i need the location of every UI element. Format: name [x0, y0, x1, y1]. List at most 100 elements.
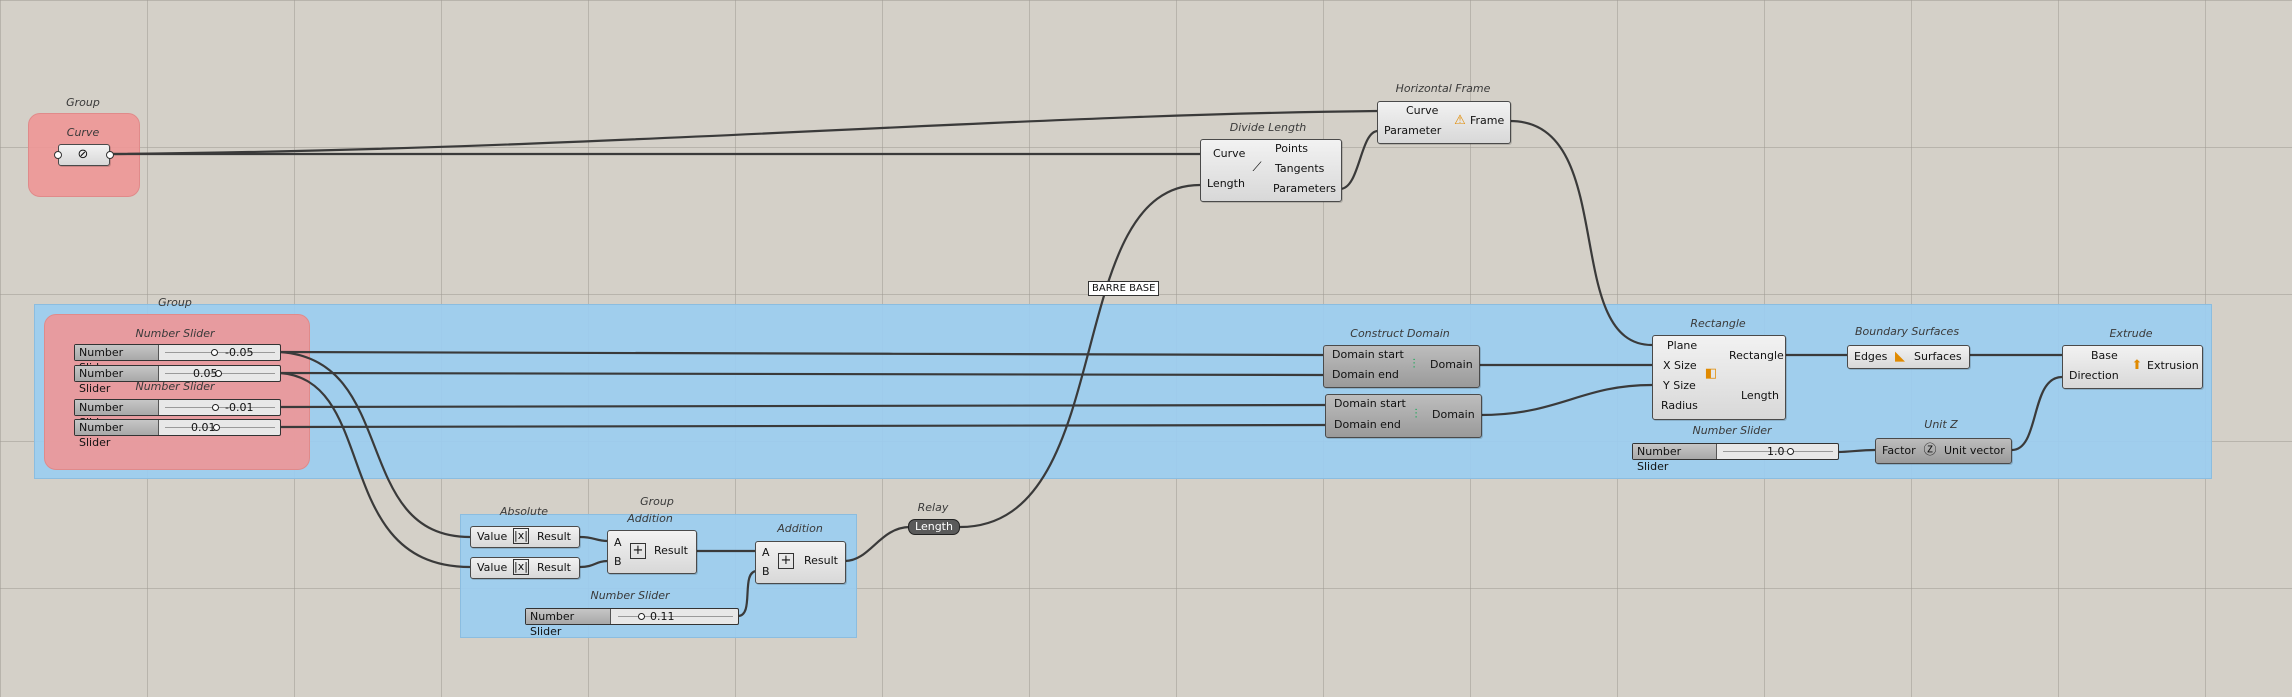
addition1-title: Addition [627, 512, 673, 525]
horizontal-frame-icon: ⚠ [1454, 113, 1466, 128]
addition-icon: + [630, 543, 646, 559]
addition-component-1[interactable]: A B + Result [607, 530, 697, 574]
slider-4-knob[interactable] [213, 424, 220, 431]
slider-4-track [165, 427, 275, 428]
domain2-input-start[interactable]: Domain start [1334, 397, 1406, 410]
rect-input-radius[interactable]: Radius [1661, 399, 1698, 412]
slider-z-name: Number Slider [1633, 444, 1717, 473]
rectangle-icon: ◧ [1704, 366, 1718, 381]
slider-2-knob[interactable] [215, 370, 222, 377]
addition-component-2[interactable]: A B + Result [755, 541, 846, 584]
hframe-input-curve[interactable]: Curve [1406, 104, 1439, 117]
construct-domain-2[interactable]: Domain start Domain end ⫶ Domain [1325, 394, 1482, 438]
curve-param-output-pin[interactable] [106, 151, 114, 159]
barre-base-panel[interactable]: BARRE BASE [1088, 281, 1160, 296]
add2-input-b[interactable]: B [762, 565, 770, 578]
curve-param-input-pin[interactable] [54, 151, 62, 159]
slider-2-value: 0.05 [193, 367, 218, 380]
unitz-input-factor[interactable]: Factor [1882, 444, 1916, 457]
divide-output-tangents[interactable]: Tangents [1275, 162, 1325, 175]
number-slider-2[interactable]: Number Slider 0.05 [74, 365, 281, 395]
slider-3-knob[interactable] [212, 404, 219, 411]
domain2-output-domain[interactable]: Domain [1432, 408, 1475, 421]
absolute-icon: |x| [513, 559, 529, 575]
slider-add-value: 0.11 [650, 610, 675, 623]
divide-length-component[interactable]: Curve Length ⟋ Points Tangents Parameter… [1200, 139, 1342, 202]
construct-domain-title: Construct Domain [1350, 327, 1450, 340]
boundary-input-edges[interactable]: Edges [1854, 350, 1888, 363]
abs1-input-value[interactable]: Value [477, 530, 508, 543]
unitz-output-unit-vector[interactable]: Unit vector [1944, 444, 2005, 457]
slider-add-name: Number Slider [526, 609, 611, 638]
slider-group-caption-1: Number Slider [135, 327, 215, 340]
abs2-input-value[interactable]: Value [477, 561, 508, 574]
divide-length-icon: ⟋ [1252, 160, 1262, 175]
unit-z-component[interactable]: Factor Ⓩ Unit vector [1875, 438, 2012, 464]
extrude-component[interactable]: Base Direction ⬆ Extrusion [2062, 345, 2203, 389]
wire-hframe-rectangle [1509, 119, 1653, 347]
horizontal-frame-component[interactable]: Curve Parameter ⚠ Frame [1377, 101, 1511, 144]
boundary-output-surfaces[interactable]: Surfaces [1914, 350, 1962, 363]
slider-4-name: Number Slider [75, 420, 159, 449]
add1-input-b[interactable]: B [614, 555, 622, 568]
extrude-output-extrusion[interactable]: Extrusion [2147, 359, 2199, 372]
slider-z-knob[interactable] [1787, 448, 1794, 455]
number-slider-z[interactable]: Number Slider 1.0 [1632, 443, 1839, 473]
wire-slider4-domain [279, 423, 1326, 429]
relay-title: Relay [917, 501, 949, 514]
domain1-input-start[interactable]: Domain start [1332, 348, 1404, 361]
abs1-output-result[interactable]: Result [537, 530, 571, 543]
slider-1-knob[interactable] [211, 349, 218, 356]
number-slider-1[interactable]: Number Slider -0.05 [74, 344, 281, 374]
group-label-math: Group [640, 495, 674, 508]
absolute-component-2[interactable]: Value |x| Result [470, 557, 580, 579]
divide-output-parameters[interactable]: Parameters [1273, 182, 1336, 195]
slider-add-knob[interactable] [638, 613, 645, 620]
curve-param[interactable]: ⊘ [58, 144, 110, 166]
domain2-input-end[interactable]: Domain end [1334, 418, 1401, 431]
hframe-output-frame[interactable]: Frame [1470, 114, 1505, 127]
hframe-input-parameter[interactable]: Parameter [1384, 124, 1442, 137]
add2-input-a[interactable]: A [762, 546, 770, 559]
slider-3-value: -0.01 [225, 401, 254, 414]
absolute-component-1[interactable]: Value |x| Result [470, 526, 580, 548]
rectangle-component[interactable]: Plane X Size Y Size Radius ◧ Rectangle L… [1652, 335, 1786, 420]
group-main-blue[interactable] [34, 304, 2212, 479]
divide-output-points[interactable]: Points [1275, 142, 1309, 155]
number-slider-add[interactable]: Number Slider 0.11 [525, 608, 739, 638]
slider-3-name: Number Slider [75, 400, 159, 429]
boundary-surfaces-component[interactable]: Edges ◣ Surfaces [1847, 345, 1970, 369]
curve-param-icon: ⊘ [77, 147, 89, 162]
rect-output-rectangle[interactable]: Rectangle [1729, 349, 1784, 362]
group-sliders[interactable] [44, 314, 310, 470]
rect-input-ysize[interactable]: Y Size [1663, 379, 1696, 392]
slider-1-name: Number Slider [75, 345, 159, 374]
relay-length[interactable]: Length [908, 519, 960, 535]
slider-4-value: 0.01 [191, 421, 216, 434]
extrude-input-base[interactable]: Base [2091, 349, 2118, 362]
wire-slider2-abs [279, 371, 471, 569]
rect-input-xsize[interactable]: X Size [1663, 359, 1697, 372]
domain1-output-domain[interactable]: Domain [1430, 358, 1473, 371]
abs2-output-result[interactable]: Result [537, 561, 571, 574]
construct-domain-1[interactable]: Domain start Domain end ⫶ Domain [1323, 345, 1480, 388]
wire-curve-hframe [109, 109, 1379, 156]
extrude-input-direction[interactable]: Direction [2069, 369, 2119, 382]
add2-output-result[interactable]: Result [804, 554, 838, 567]
boundary-title: Boundary Surfaces [1854, 325, 1960, 338]
divide-input-curve[interactable]: Curve [1213, 147, 1246, 160]
wire-slider3-domain [279, 403, 1326, 409]
slider-3-track [165, 407, 275, 408]
domain1-input-end[interactable]: Domain end [1332, 368, 1399, 381]
number-slider-3[interactable]: Number Slider -0.01 [74, 399, 281, 429]
rect-input-plane[interactable]: Plane [1667, 339, 1698, 352]
add1-output-result[interactable]: Result [654, 544, 688, 557]
divide-input-length[interactable]: Length [1207, 177, 1245, 190]
rect-output-length[interactable]: Length [1741, 389, 1779, 402]
curve-param-title: Curve [66, 126, 100, 139]
number-slider-4[interactable]: Number Slider 0.01 [74, 419, 281, 449]
add1-input-a[interactable]: A [614, 536, 622, 549]
extrude-title: Extrude [2109, 327, 2153, 340]
